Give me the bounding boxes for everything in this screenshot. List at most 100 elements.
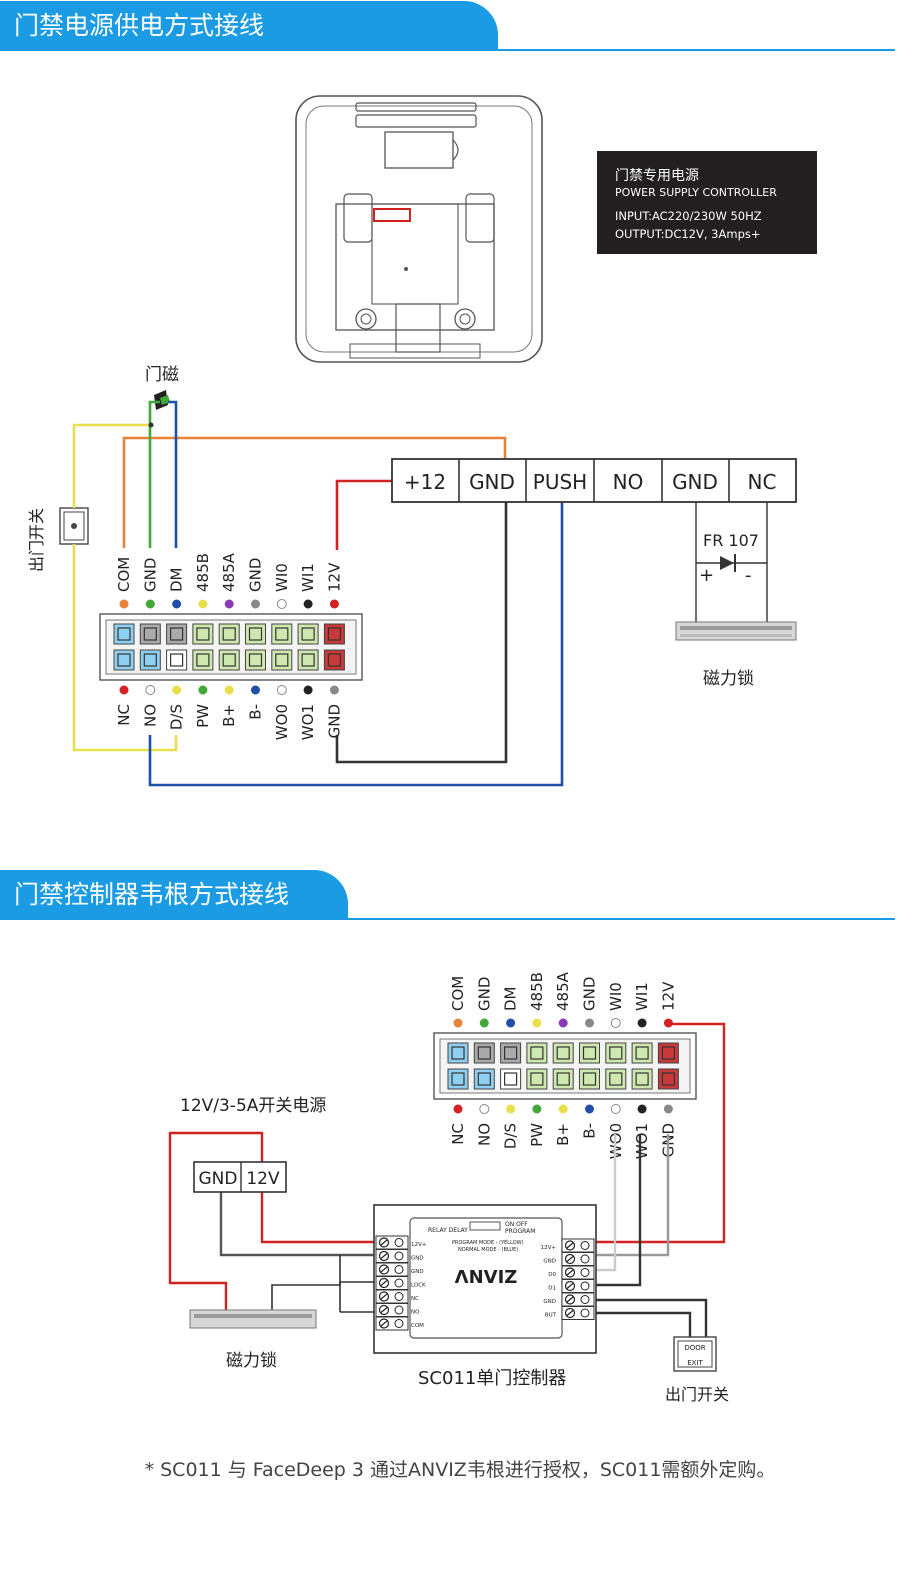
conn2-bottom-pin: [473, 1068, 495, 1090]
conn1-bottom-pin-hole: [301, 653, 315, 667]
ctrl-left-terminal-slot: [380, 1266, 388, 1273]
conn2-top-pin: [473, 1042, 495, 1064]
conn2-top-pin: [447, 1042, 469, 1064]
conn2-bottom-pin: [605, 1068, 627, 1090]
conn1-top-pin-label: WI0: [273, 563, 291, 592]
conn2-top-pin-hole: [477, 1046, 491, 1060]
conn1-top-pin-hole: [275, 627, 289, 641]
term-gnd1: GND: [469, 470, 515, 494]
relay-delay: RELAY DELAY: [428, 1227, 468, 1234]
conn1-top-pin-dot: [251, 599, 260, 609]
conn2-bottom-pin: [500, 1068, 522, 1090]
ctrl-left-terminal-slot: [380, 1280, 388, 1286]
conn1-bottom-pin-hole: [327, 653, 341, 667]
conn1-bottom-pin-label: B+: [220, 704, 238, 727]
exit-switch-label: 出门开关: [27, 508, 46, 572]
conn2-bottom-pin-hole: [477, 1072, 491, 1086]
section1-rule: [490, 49, 895, 51]
conn2-bottom-pin-hole: [451, 1072, 465, 1086]
conn1-bottom-pin-dot: [145, 685, 156, 695]
conn2-bottom-pin-label: B-: [581, 1123, 599, 1139]
conn2-bottom-pin: [579, 1068, 600, 1090]
ctrl-left-label: LOCK: [411, 1283, 426, 1289]
ctrl-left-terminal-hole: [394, 1265, 404, 1274]
conn2-top-pin-label: WI0: [607, 982, 625, 1011]
ctrl-right-terminal-hole: [580, 1241, 590, 1250]
conn2-bottom-pin-hole: [661, 1072, 676, 1086]
conn2-top-pin-label: 485A: [554, 971, 572, 1011]
conn2-bottom-pin-label: PW: [528, 1123, 546, 1147]
psu-line1: 门禁专用电源: [615, 168, 699, 184]
term-gnd2: GND: [672, 470, 718, 494]
ctrl-right-label: D0: [548, 1272, 556, 1278]
conn1-bottom-pin: [113, 649, 135, 671]
conn1-bottom-pin-label: WO0: [273, 704, 291, 740]
conn2-top-pin-label: DM: [502, 987, 520, 1012]
mag-lock2-label: 磁力锁: [226, 1351, 277, 1371]
exit-button2-icon: DOOR EXIT: [673, 1336, 717, 1372]
conn1-bottom-pin-label: GND: [325, 704, 343, 738]
wires-section2: [168, 1022, 726, 1337]
ctrl-left-terminal-slot: [380, 1253, 388, 1259]
conn2-top-pin-hole: [661, 1046, 676, 1060]
conn2-top-pin: [579, 1042, 600, 1064]
conn2-top-pin: [631, 1042, 653, 1064]
ctrl-right-terminal-slot: [566, 1269, 574, 1276]
conn1-bottom-pin-hole: [117, 653, 131, 667]
conn1-top-pin-hole: [222, 627, 236, 641]
diode-label: FR 107: [703, 531, 759, 550]
conn2-top-pin-label: 12V: [659, 981, 677, 1011]
conn1-top-pin-dot: [172, 599, 182, 609]
power-supply-box: 门禁专用电源 POWER SUPPLY CONTROLLER INPUT:AC2…: [597, 151, 817, 254]
ctrl-left-label: NO: [411, 1310, 420, 1316]
conn2-bottom-pin: [552, 1068, 574, 1090]
conn2-bottom-pin-dot: [663, 1104, 673, 1114]
ctrl-left-terminal-hole: [394, 1319, 404, 1328]
conn2-bottom-pin-dot: [558, 1104, 568, 1114]
conn1-bottom-pin-dot: [224, 685, 234, 695]
conn2-top-pin-hole: [451, 1046, 465, 1060]
conn1-bottom-pin-dot: [329, 685, 339, 695]
conn1-bottom-pin-label: NO: [141, 704, 159, 727]
conn1-bottom-pin-hole: [275, 653, 289, 667]
psu-line2: POWER SUPPLY CONTROLLER: [615, 186, 777, 199]
ctrl-right-label: BUT: [545, 1313, 557, 1319]
conn1-bottom-pin-dot: [251, 685, 260, 695]
section1-title: 门禁电源供电方式接线: [14, 11, 265, 40]
conn2-top-pin-hole: [609, 1046, 623, 1060]
conn1-top-pin-dot: [224, 599, 234, 609]
ctrl-right-label: GND: [543, 1259, 556, 1265]
conn2-bottom-pin-dot: [532, 1104, 542, 1114]
conn1-bottom-pin-hole: [170, 653, 184, 667]
anviz-logo: ΛNVIZ: [455, 1267, 518, 1288]
conn2-bottom-pin-dot: [637, 1104, 647, 1114]
conn2-top-pin-label: GND: [475, 977, 493, 1011]
wires-section1: [72, 400, 564, 787]
controller-label: SC011单门控制器: [418, 1368, 566, 1389]
ctrl-right-terminal-slot: [566, 1310, 574, 1316]
term-nc: NC: [748, 470, 777, 494]
door-sensor-label: 门磁: [145, 365, 179, 385]
on-off: ON OFF: [505, 1221, 528, 1228]
mag-lock-icon: [675, 621, 797, 641]
conn1-top-pin-label: COM: [115, 557, 133, 592]
ctrl-right-label: D1: [548, 1286, 556, 1292]
exit-switch2-label: 出门开关: [665, 1385, 729, 1404]
conn1-top-pin: [297, 623, 319, 645]
conn2-bottom-pin: [526, 1068, 548, 1090]
conn1-top-pin-hole: [196, 627, 210, 641]
diode-minus: -: [745, 565, 752, 586]
conn1-bottom-pin-label: D/S: [168, 704, 186, 730]
diode-circuit: [695, 502, 768, 622]
ctrl-left-label: NC: [411, 1296, 419, 1302]
ctrl-right-label: 12V+: [541, 1245, 557, 1251]
conn1-top-pin-hole: [301, 627, 315, 641]
conn1-top-pin-hole: [248, 627, 263, 641]
conn1-bottom-pin: [245, 649, 266, 671]
psu2-label: 12V/3-5A开关电源: [180, 1096, 326, 1116]
conn2-top-pin-hole: [556, 1046, 570, 1060]
conn1-bottom-pin-label: WO1: [299, 704, 317, 740]
conn1-bottom-pin-hole: [196, 653, 210, 667]
ctrl-right-terminal-hole: [580, 1254, 590, 1264]
conn1-top-pin: [113, 623, 135, 645]
